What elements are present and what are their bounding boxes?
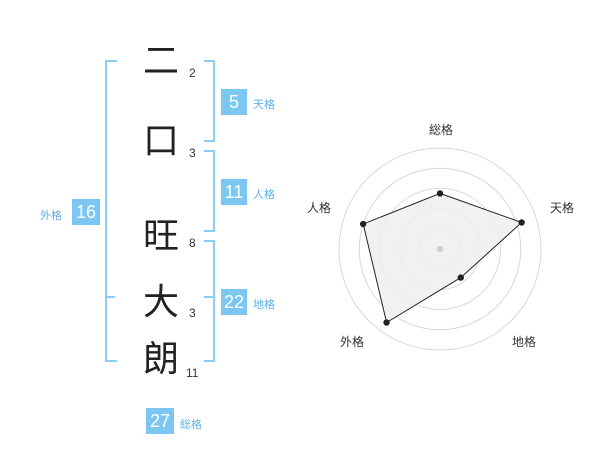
tenkaku-label: 天格 [253, 98, 275, 111]
radar-point-soukaku [436, 190, 444, 197]
radar-point-tenkaku [518, 219, 525, 226]
soukaku-value: 27 [146, 408, 174, 434]
bracket-gaikaku [105, 60, 117, 362]
chikaku-value: 22 [221, 289, 247, 315]
name-char-3: 旺 [143, 216, 180, 257]
name-char-1: 二 [143, 41, 180, 82]
radar-point-gaikaku [383, 319, 390, 326]
tenkaku-value: 5 [221, 89, 247, 115]
axis-label-soukaku: 総格 [429, 122, 453, 137]
gaikaku-value: 16 [72, 199, 100, 225]
gaikaku-label: 外格 [40, 209, 62, 222]
bracket-chikaku-tick [204, 296, 213, 298]
stroke-count-2: 3 [189, 146, 196, 160]
soukaku-label: 総格 [180, 418, 202, 431]
stroke-count-3: 8 [189, 236, 196, 250]
bracket-chikaku [204, 240, 215, 362]
radar-ring-1 [338, 147, 542, 351]
bracket-gaikaku-tick [105, 296, 115, 298]
radar-ring-2 [358, 167, 522, 331]
name-char-4: 大 [143, 282, 180, 323]
radar-point-chikaku [457, 274, 464, 281]
axis-label-gaikaku: 外格 [340, 334, 364, 349]
chikaku-label: 地格 [253, 298, 275, 311]
axis-label-jinkaku: 人格 [307, 200, 331, 215]
stroke-count-1: 2 [189, 66, 196, 80]
radar-points [359, 190, 525, 326]
radar-center-dot [437, 246, 443, 252]
bracket-tenkaku [204, 60, 215, 142]
axis-label-chikaku: 地格 [512, 334, 536, 349]
bracket-jinkaku [204, 150, 215, 232]
jinkaku-value: 11 [221, 179, 247, 205]
radar-point-jinkaku [359, 220, 367, 228]
name-char-2: 口 [143, 121, 180, 162]
radar-area [362, 192, 523, 324]
stroke-count-5: 11 [186, 366, 199, 380]
axis-label-tenkaku: 天格 [550, 200, 574, 215]
stroke-count-4: 3 [189, 306, 196, 320]
jinkaku-label: 人格 [253, 188, 275, 201]
name-char-5: 朗 [143, 339, 180, 380]
